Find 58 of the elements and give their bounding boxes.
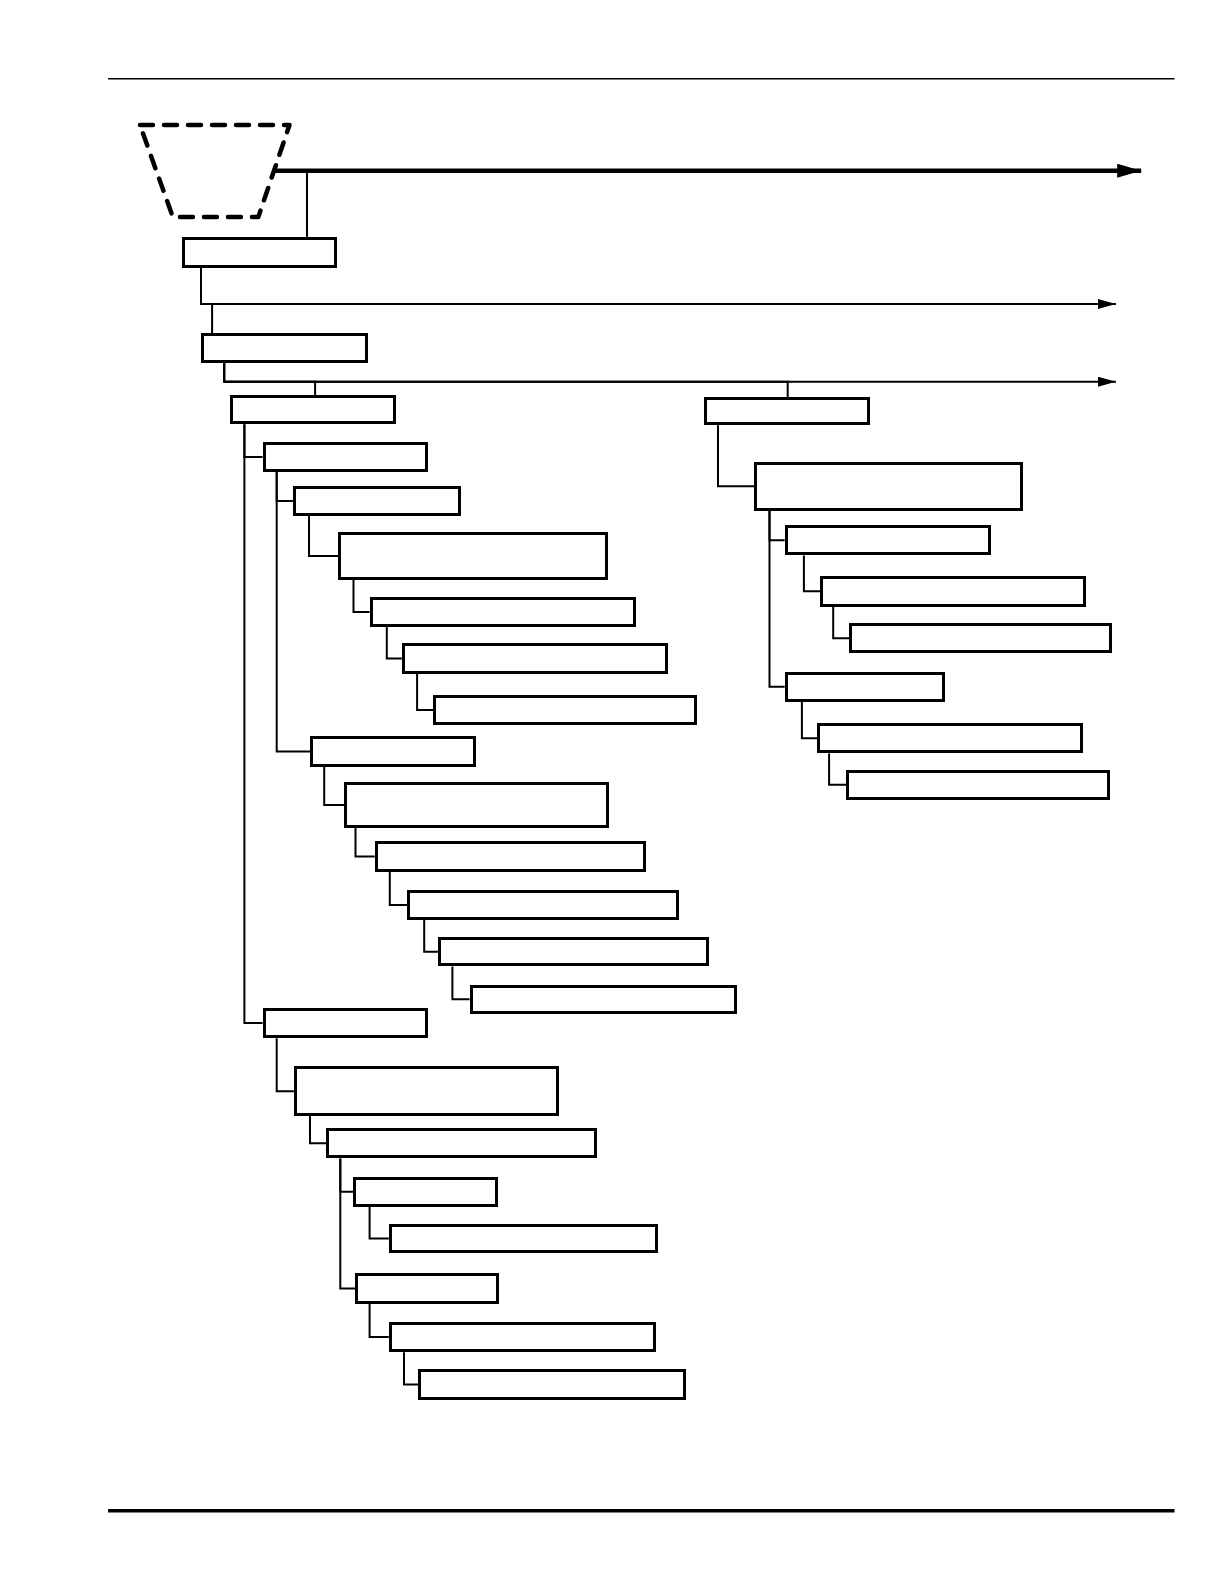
connector-line — [223, 361, 789, 398]
empty-box — [200, 333, 368, 363]
empty-box — [846, 769, 1110, 800]
empty-box — [369, 596, 637, 628]
empty-box — [433, 694, 697, 726]
connector-line — [200, 266, 214, 335]
empty-box — [293, 1066, 560, 1116]
empty-box — [401, 643, 668, 674]
connector-line — [275, 1037, 295, 1093]
connector-line — [416, 672, 435, 711]
empty-box — [784, 671, 946, 702]
connector-line — [368, 1205, 390, 1240]
empty-box — [469, 984, 738, 1014]
empty-box — [849, 623, 1112, 654]
empty-box — [388, 1321, 657, 1353]
connector-line — [309, 1114, 328, 1145]
connector-line — [451, 965, 471, 1001]
connector-line — [800, 700, 818, 740]
connector-line — [828, 752, 848, 786]
empty-box — [374, 841, 647, 872]
connector-line — [388, 870, 408, 906]
empty-box — [418, 1369, 686, 1400]
empty-box — [230, 394, 396, 425]
connector-line — [403, 1351, 420, 1386]
empty-box — [820, 575, 1086, 607]
empty-box — [262, 1007, 429, 1039]
connector-line — [385, 626, 403, 660]
empty-box — [407, 889, 679, 920]
connector-line — [423, 919, 440, 953]
dashed-trapezoid — [137, 122, 293, 221]
connector-line — [368, 1302, 390, 1339]
connector-line — [243, 423, 264, 1024]
empty-box — [784, 525, 991, 556]
connector-line — [352, 578, 371, 613]
empty-box — [438, 937, 709, 967]
connector-line — [717, 424, 756, 488]
connector-line — [339, 1157, 357, 1290]
connector-line — [354, 827, 376, 858]
connector-line — [323, 765, 346, 806]
empty-box — [344, 781, 609, 829]
empty-box — [754, 461, 1023, 511]
connector-line — [768, 510, 786, 688]
empty-box — [338, 532, 608, 580]
empty-box — [262, 442, 429, 472]
empty-box — [292, 485, 461, 517]
empty-box — [817, 723, 1083, 754]
arrow — [275, 163, 1142, 178]
empty-box — [388, 1224, 659, 1254]
connector-line — [832, 606, 851, 640]
connector-line — [275, 470, 311, 753]
empty-box — [703, 396, 870, 426]
empty-box — [353, 1176, 498, 1207]
connector-line — [308, 515, 340, 557]
empty-box — [355, 1273, 499, 1304]
empty-box — [310, 736, 476, 767]
empty-box — [181, 237, 338, 268]
empty-box — [326, 1128, 597, 1159]
connector-line — [802, 554, 821, 593]
